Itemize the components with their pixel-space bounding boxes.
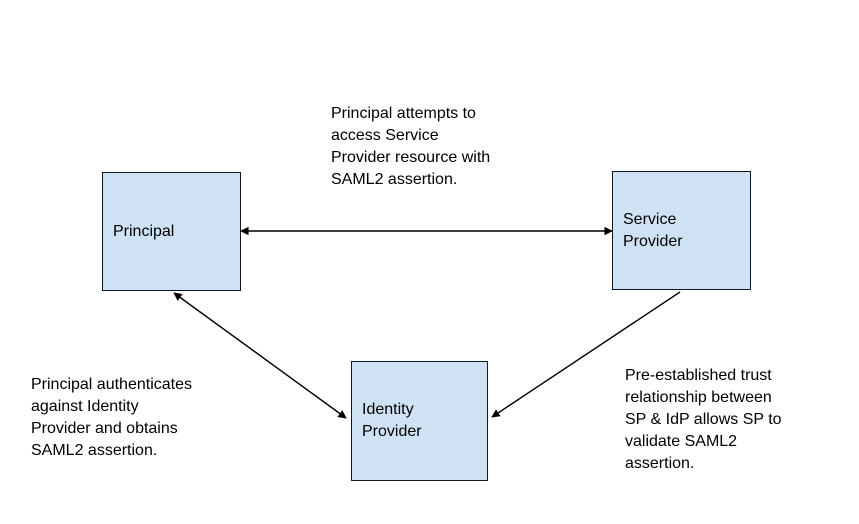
identity-provider-box: Identity Provider: [351, 361, 488, 481]
annotation-principal-to-idp: Principal authenticates against Identity…: [31, 376, 192, 459]
annotation-principal-to-sp: Principal attempts to access Service Pro…: [331, 105, 491, 188]
service-provider-box: Service Provider: [612, 171, 751, 290]
principal-box: Principal: [102, 172, 241, 291]
service-provider-label: Service Provider: [623, 210, 683, 250]
annotation-sp-idp-trust: Pre-established trust relationship betwe…: [625, 367, 782, 472]
principal-label: Principal: [113, 222, 175, 240]
identity-provider-label: Identity Provider: [362, 401, 422, 440]
